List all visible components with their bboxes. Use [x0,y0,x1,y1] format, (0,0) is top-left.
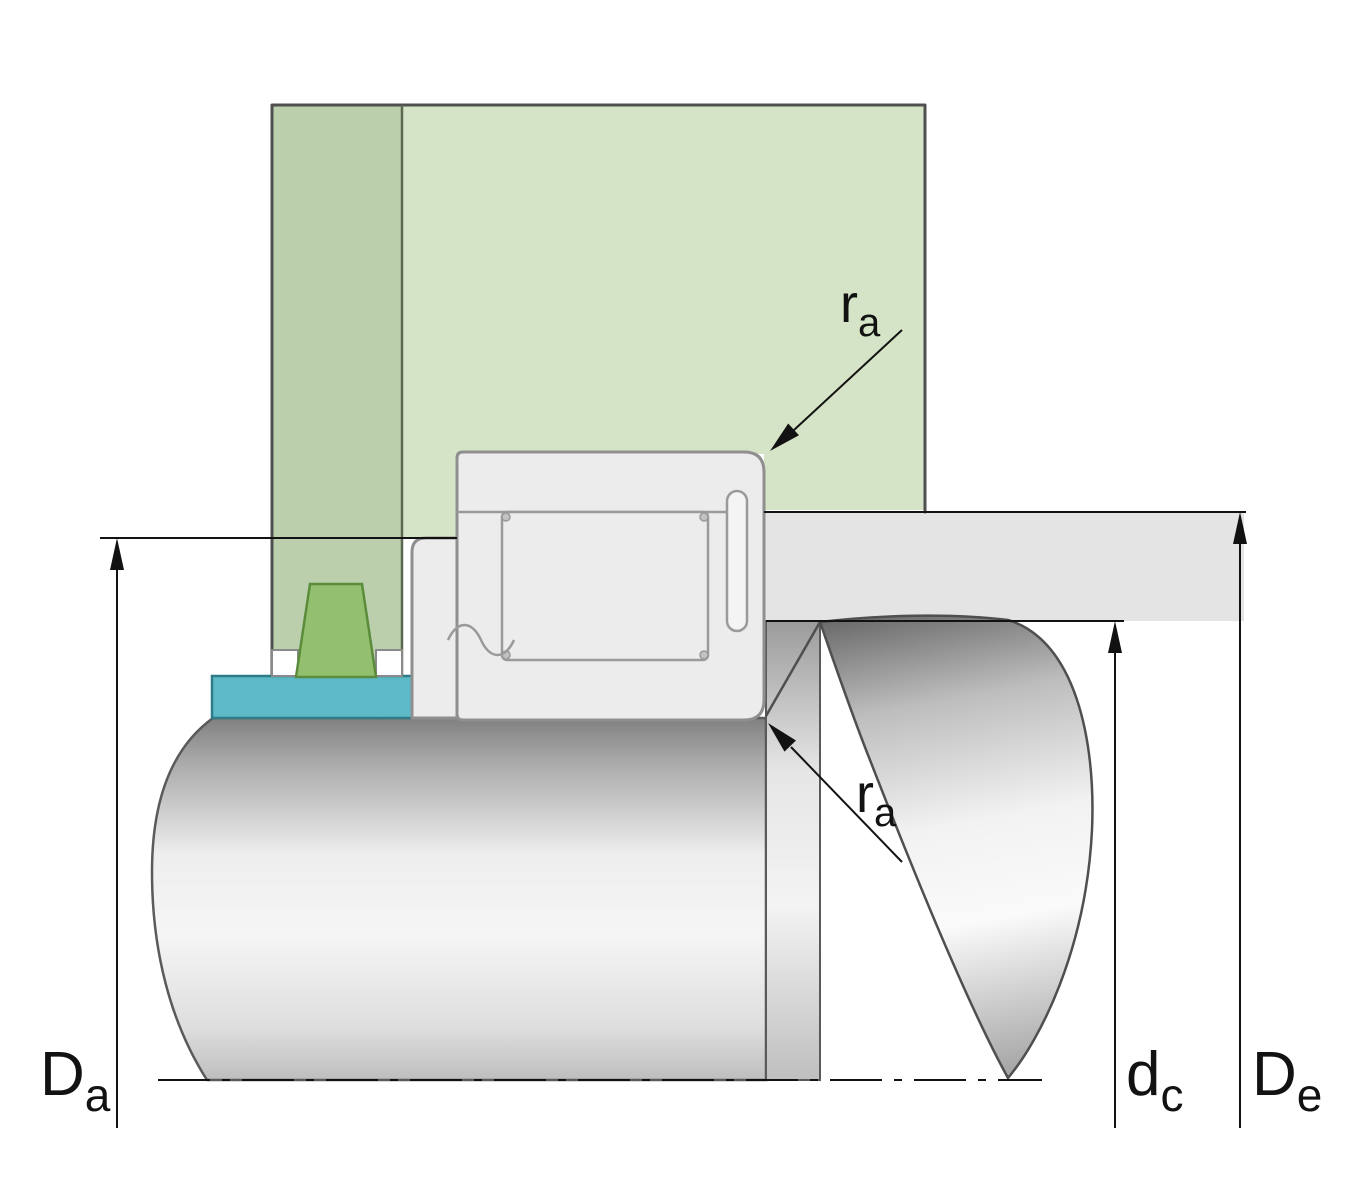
housing-shaded-section [272,105,402,676]
label-De: De [1252,1040,1322,1121]
roller-corner-dot [699,650,709,660]
locating-seal [294,582,378,679]
arrowhead-De [1233,512,1247,544]
seal-seat-right [375,649,403,677]
ra-top-leader [793,329,903,431]
arrowhead-Da [110,538,124,570]
label-Da: Da [40,1040,111,1121]
shaft-chamfer-edge [764,621,822,717]
shaft-shoulder [818,614,1094,1081]
break-symbol [446,623,516,657]
bearing-rib [410,536,459,720]
arrowhead-ra-top [770,423,799,451]
arrowhead-dc [1108,621,1122,653]
label-ra-top: ra [840,274,881,345]
label-ra-bottom: ra [856,764,897,835]
label-dc: dc [1126,1040,1183,1121]
seal-seat-left [271,649,299,677]
arrowhead-ra-bottom [768,723,796,752]
roller-corner-dot [699,512,709,522]
shaft-relief-strip [765,620,821,1081]
lubrication-groove [725,489,749,633]
roller [500,510,710,662]
raceway-band [764,512,1244,621]
abutment-spacer [210,674,444,720]
roller-corner-dot [501,512,511,522]
housing-outline [270,103,927,678]
shaft [150,716,768,1082]
ra-bottom-leader [790,746,903,863]
